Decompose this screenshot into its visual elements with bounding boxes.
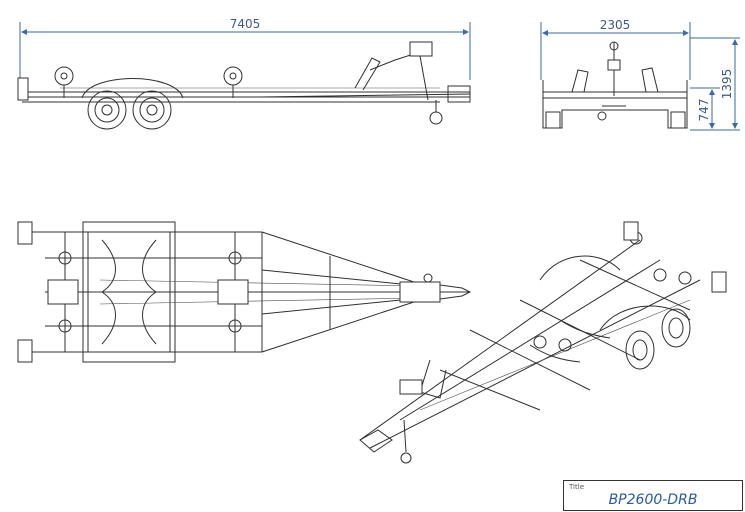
jockey-wheel-icon	[429, 111, 443, 125]
title-block-label: Title	[569, 483, 585, 491]
top-view	[17, 221, 472, 363]
length-dimension: 7405	[19, 17, 471, 80]
height-dimension-value: 1395	[720, 69, 734, 100]
drawing-title: BP2600-DRB	[608, 492, 698, 508]
bed-height-dimension: 747	[690, 87, 720, 129]
height-dimension: 1395	[690, 37, 740, 131]
isometric-view	[359, 221, 727, 464]
width-dimension-value: 2305	[600, 18, 631, 32]
jockey-wheel-icon	[400, 452, 412, 464]
front-view: 2305 1395 747	[540, 18, 740, 131]
width-dimension: 2305	[540, 18, 691, 80]
wheel-icon	[87, 90, 127, 130]
title-block: Title BP2600-DRB	[563, 480, 743, 511]
wheel-icon	[625, 330, 655, 370]
roller-icon	[54, 66, 74, 86]
wheel-icon	[661, 308, 691, 348]
side-view: 7405	[17, 17, 471, 130]
length-dimension-value: 7405	[230, 17, 261, 31]
roller-icon	[223, 66, 243, 86]
wheel-icon	[132, 90, 172, 130]
bed-height-dimension-value: 747	[697, 99, 711, 122]
